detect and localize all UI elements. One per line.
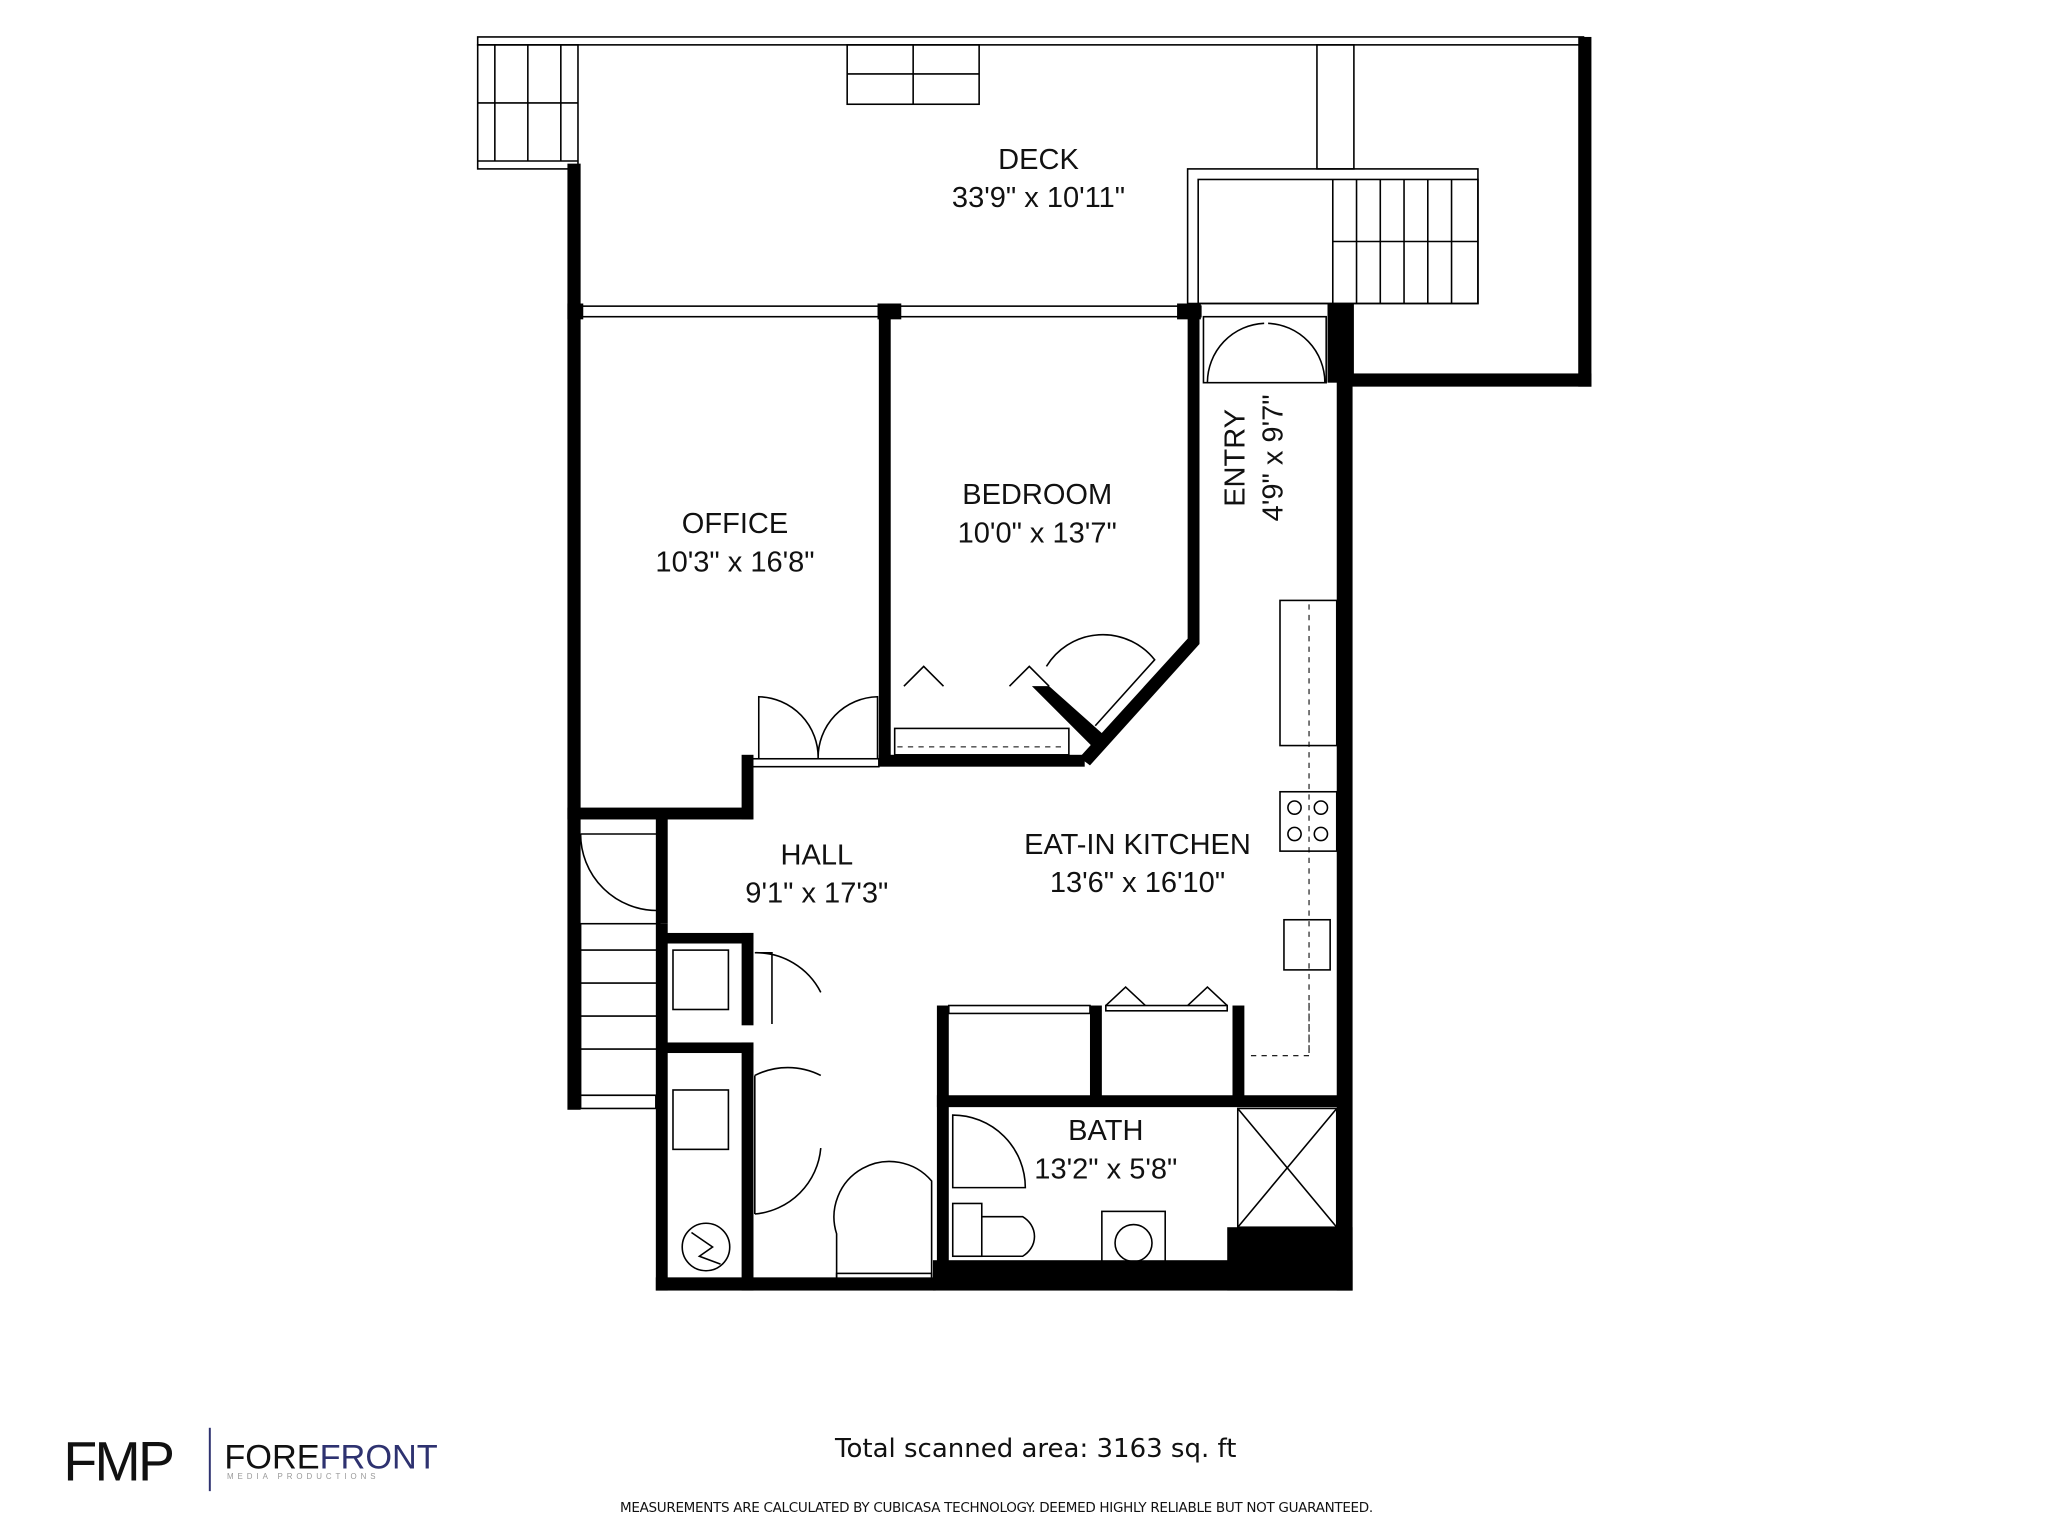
bedroom-size: 10'0" x 13'7" xyxy=(958,517,1117,549)
entry-name: ENTRY xyxy=(1219,409,1251,507)
office-size: 10'3" x 16'8" xyxy=(655,546,814,578)
logo-name: FOREFRONT xyxy=(224,1439,437,1477)
deck-outline xyxy=(476,36,1592,387)
deck-size: 33'9" x 10'11" xyxy=(952,182,1125,214)
office-name: OFFICE xyxy=(682,508,788,540)
kitchen-size: 13'6" x 16'10" xyxy=(1050,867,1225,899)
kitchen-name: EAT-IN KITCHEN xyxy=(1024,829,1251,861)
entry-size: 4'9" x 9'7" xyxy=(1258,394,1290,521)
bedroom-name: BEDROOM xyxy=(962,479,1112,511)
logo-mark: FMP xyxy=(63,1431,173,1493)
bath-size: 13'2" x 5'8" xyxy=(1034,1153,1177,1185)
logo-tagline: MEDIA PRODUCTIONS xyxy=(227,1472,380,1481)
disclaimer: MEASUREMENTS ARE CALCULATED BY CUBICASA … xyxy=(620,1500,1373,1516)
hall-name: HALL xyxy=(781,839,854,871)
company-logo: FMP FOREFRONT MEDIA PRODUCTIONS xyxy=(63,1427,438,1493)
bath-name: BATH xyxy=(1068,1115,1143,1147)
hall-size: 9'1" x 17'3" xyxy=(745,878,888,910)
fixtures xyxy=(579,315,1338,1283)
total-area: Total scanned area: 3163 sq. ft xyxy=(835,1434,1237,1464)
room-labels: DECK 33'9" x 10'11" OFFICE 10'3" x 16'8"… xyxy=(655,144,1289,1185)
deck-name: DECK xyxy=(998,144,1079,176)
